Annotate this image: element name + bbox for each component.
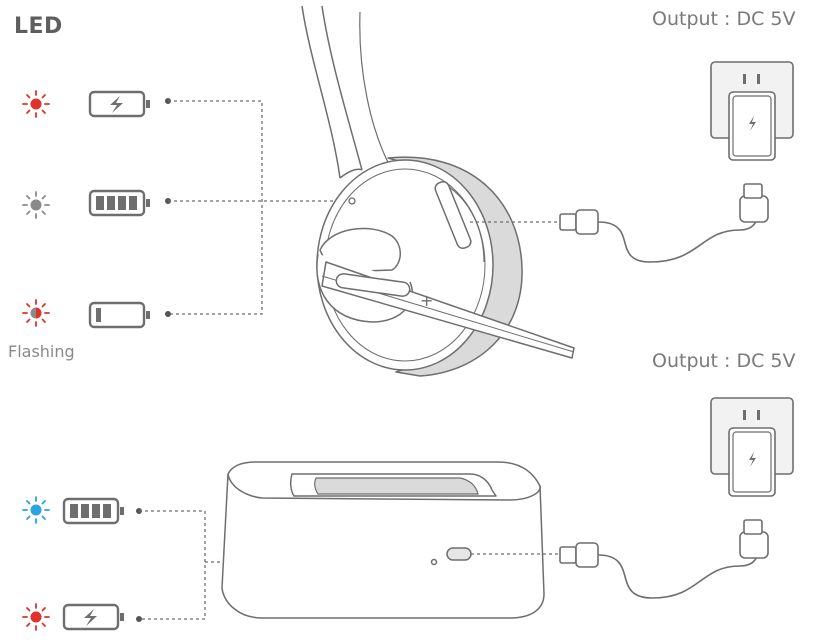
low-battery-icon — [88, 301, 150, 329]
usb-c-cable-bottom — [559, 519, 769, 599]
headband — [301, 5, 341, 179]
led-row-charging — [22, 90, 171, 118]
svg-text:+: + — [420, 291, 433, 310]
headset-led-indicator — [348, 197, 356, 205]
led-connector-lines — [168, 100, 352, 315]
led-title: LED — [14, 14, 63, 39]
led-row-base-charging — [22, 603, 142, 631]
flashing-label: Flashing — [8, 342, 75, 361]
red-led-icon — [22, 603, 50, 631]
usb-c-cable-top — [559, 183, 769, 263]
led-row-full — [22, 189, 171, 219]
red-flashing-led-icon — [22, 299, 50, 327]
charging-battery-icon — [88, 90, 150, 118]
connector-dot — [136, 616, 142, 622]
red-led-icon — [22, 90, 50, 118]
base-usb-port — [446, 547, 472, 561]
wall-charger-bottom — [710, 397, 794, 497]
headset-illustration: + — [301, 5, 575, 377]
connector-dot — [165, 311, 171, 317]
charging-base — [221, 461, 545, 619]
full-battery-icon — [88, 189, 150, 217]
volume-button — [335, 273, 411, 297]
full-battery-icon — [62, 497, 124, 525]
wall-charger-top — [710, 61, 794, 161]
output-label-bottom: Output : DC 5V — [652, 350, 796, 372]
output-label-top: Output : DC 5V — [652, 8, 796, 30]
blue-led-icon — [22, 496, 50, 524]
charging-battery-icon — [62, 603, 124, 631]
led-row-low — [22, 299, 171, 329]
grey-led-icon — [22, 191, 50, 219]
led-row-base-full — [22, 496, 142, 525]
base-led-indicator — [430, 558, 438, 566]
